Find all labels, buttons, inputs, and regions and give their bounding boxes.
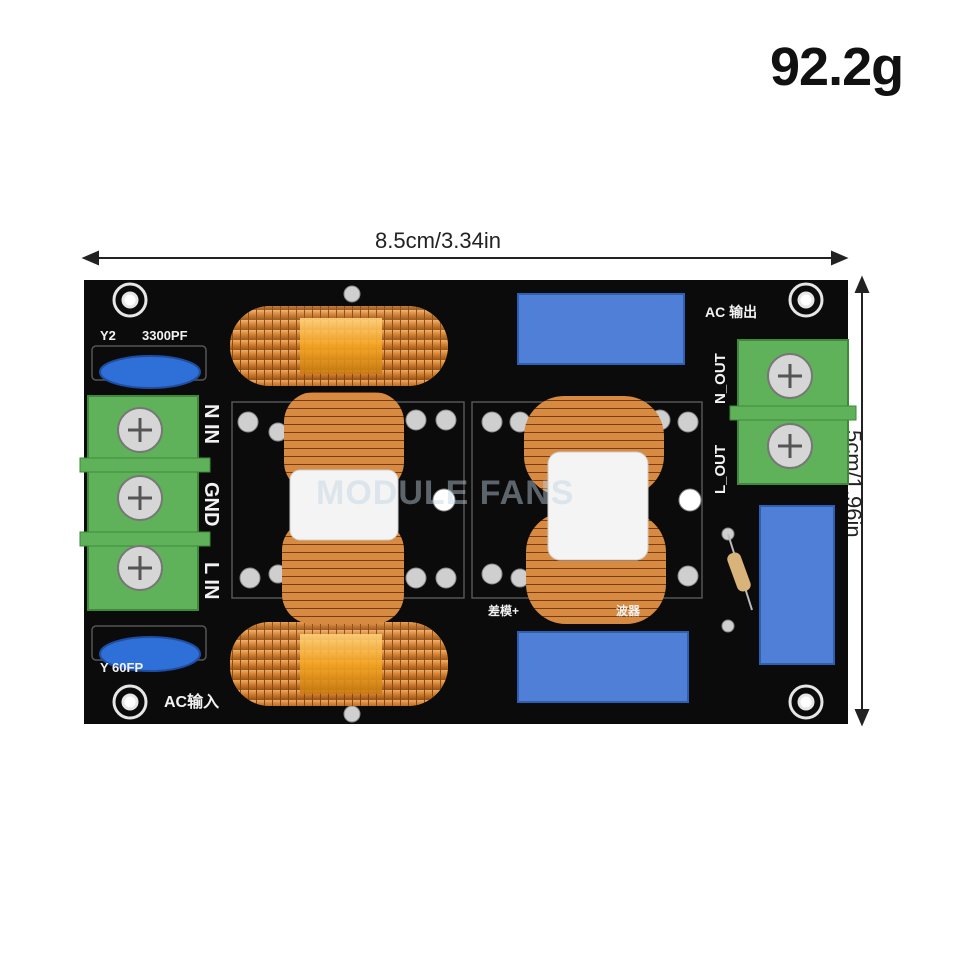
diff-mode-label: 差模+ — [488, 604, 520, 618]
weight-label: 92.2g — [770, 37, 904, 97]
n-out-label: N_OUT — [712, 353, 729, 404]
y-bottom-label: Y 60FP — [100, 660, 144, 675]
common-mode-choke-right — [524, 396, 666, 624]
l-in-label: L IN — [200, 562, 222, 600]
ac-input-label: AC输入 — [164, 694, 220, 711]
gnd-label: GND — [200, 482, 222, 527]
width-dimension-label: 8.5cm/3.34in — [375, 228, 501, 253]
output-terminal-block — [729, 339, 857, 485]
y2-label: Y2 — [100, 328, 116, 343]
toroid-bottom — [230, 622, 448, 706]
x-capacitors — [517, 293, 835, 703]
input-terminal-block — [79, 395, 211, 611]
l-out-label: L_OUT — [712, 444, 729, 494]
ac-output-label: AC 输出 — [705, 304, 758, 320]
mounting-holes — [112, 282, 824, 720]
n-in-label: N IN — [200, 404, 222, 444]
height-arrow — [854, 275, 870, 727]
y2-value: 3300PF — [142, 328, 188, 343]
common-mode-choke-left — [282, 392, 404, 624]
resistor — [727, 533, 753, 611]
pcb-board — [84, 280, 848, 724]
toroid-top — [230, 306, 448, 386]
width-arrow — [81, 250, 849, 266]
filter-label: 波器 — [616, 604, 641, 618]
y-capacitors — [99, 355, 201, 672]
watermark: MODULE FANS — [316, 474, 575, 512]
